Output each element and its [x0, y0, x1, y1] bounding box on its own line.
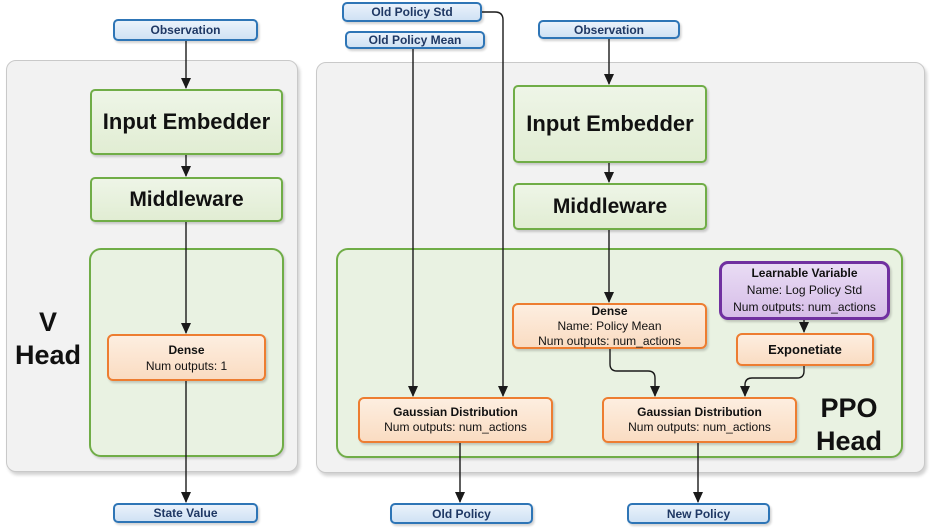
output-box-old-policy: Old Policy — [390, 503, 533, 524]
output-box-new-policy-label: New Policy — [666, 506, 731, 521]
input-box-observation-ppo: Observation — [538, 20, 680, 39]
box-learnable-variable-title: Learnable Variable — [751, 266, 858, 280]
label-ppo-head-line2: Head — [815, 426, 883, 456]
box-dense-v-title: Dense — [168, 342, 205, 357]
input-box-old-policy-mean: Old Policy Mean — [345, 31, 485, 49]
box-learnable-variable-name: Name: Log Policy Std — [746, 283, 863, 297]
box-middleware-v: Middleware — [90, 177, 283, 222]
input-box-observation-v-label: Observation — [150, 23, 221, 37]
output-box-state-value-label: State Value — [153, 506, 218, 520]
box-gaussian-distribution-old: Gaussian Distribution Num outputs: num_a… — [358, 397, 553, 443]
box-input-embedder-v: Input Embedder — [90, 89, 283, 155]
label-v-head-line1: V — [38, 307, 57, 337]
box-input-embedder-ppo: Input Embedder — [513, 85, 707, 163]
box-learnable-variable: Learnable Variable Name: Log Policy Std … — [719, 261, 890, 320]
box-dense-policy-mean-name: Name: Policy Mean — [557, 318, 662, 333]
box-middleware-v-label: Middleware — [129, 187, 244, 211]
box-dense-policy-mean-title: Dense — [591, 303, 628, 318]
box-middleware-ppo-label: Middleware — [552, 194, 668, 218]
output-box-old-policy-label: Old Policy — [432, 506, 491, 521]
input-box-observation-ppo-label: Observation — [573, 22, 645, 37]
label-ppo-head-line1: PPO — [820, 393, 878, 423]
box-learnable-variable-outputs: Num outputs: num_actions — [733, 300, 876, 314]
box-middleware-ppo: Middleware — [513, 183, 707, 230]
box-gaussian-distribution-old-title: Gaussian Distribution — [393, 405, 518, 419]
box-dense-policy-mean-outputs: Num outputs: num_actions — [538, 333, 681, 348]
label-v-head: V Head — [8, 306, 88, 372]
box-input-embedder-v-label: Input Embedder — [102, 109, 271, 134]
input-box-old-policy-std: Old Policy Std — [342, 2, 482, 22]
label-v-head-line2: Head — [14, 340, 82, 370]
output-box-new-policy: New Policy — [627, 503, 770, 524]
input-box-observation-v: Observation — [113, 19, 258, 41]
box-gaussian-distribution-new: Gaussian Distribution Num outputs: num_a… — [602, 397, 797, 443]
box-gaussian-distribution-old-outputs: Num outputs: num_actions — [384, 420, 527, 434]
box-dense-v: Dense Num outputs: 1 — [107, 334, 266, 381]
box-exponetiate-label: Exponetiate — [768, 342, 842, 357]
box-gaussian-distribution-new-title: Gaussian Distribution — [637, 405, 762, 419]
input-box-old-policy-mean-label: Old Policy Mean — [368, 33, 462, 47]
label-ppo-head: PPO Head — [803, 392, 895, 458]
box-dense-v-outputs: Num outputs: 1 — [145, 358, 228, 373]
box-gaussian-distribution-new-outputs: Num outputs: num_actions — [628, 420, 771, 434]
box-input-embedder-ppo-label: Input Embedder — [526, 111, 694, 136]
box-exponetiate: Exponetiate — [736, 333, 874, 366]
box-dense-policy-mean: Dense Name: Policy Mean Num outputs: num… — [512, 303, 707, 349]
input-box-old-policy-std-label: Old Policy Std — [371, 5, 453, 19]
output-box-state-value: State Value — [113, 503, 258, 523]
